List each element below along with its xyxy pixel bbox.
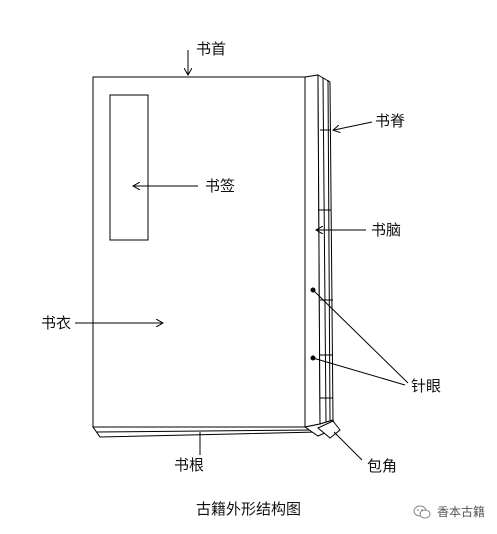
arrow-baojiao [333, 431, 363, 461]
label-shuyi: 书衣 [41, 314, 72, 332]
label-shunao: 书脑 [371, 221, 402, 239]
watermark: 香本古籍 [413, 503, 485, 520]
book-spine [304, 74, 334, 428]
title-label-box [109, 94, 149, 241]
label-shugen: 书根 [174, 456, 205, 474]
corner-wrap [317, 420, 341, 439]
label-shuji: 书脊 [375, 112, 406, 130]
label-shushou: 书首 [196, 40, 227, 58]
figure-caption: 古籍外形结构图 [195, 500, 301, 518]
arrow-shuji [334, 121, 373, 130]
wechat-icon [413, 505, 431, 518]
label-shuqian: 书签 [205, 177, 236, 195]
needle-hole-lines [310, 287, 409, 386]
label-baojiao: 包角 [367, 457, 398, 475]
watermark-text: 香本古籍 [436, 505, 485, 519]
label-zhenyan: 针眼 [411, 377, 442, 395]
